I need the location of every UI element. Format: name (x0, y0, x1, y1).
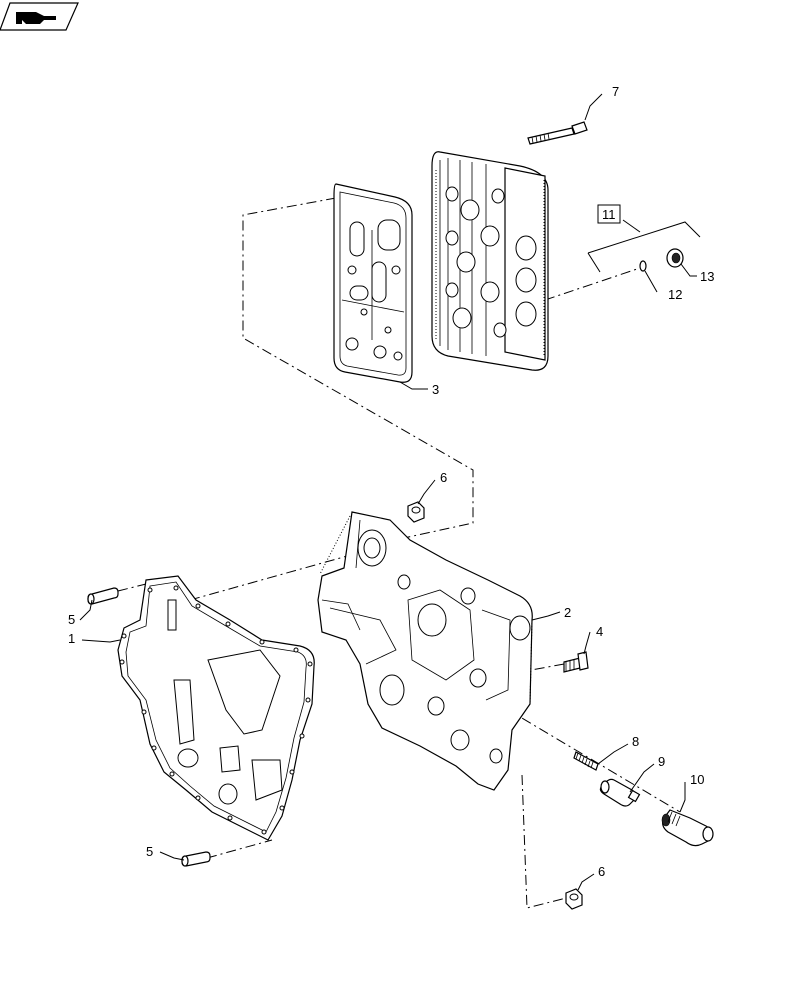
label-11: 11 (602, 207, 616, 222)
part-labels: 7 11 13 12 3 6 2 4 5 1 8 9 10 5 6 (68, 84, 714, 879)
part-11-kit-bracket (587, 219, 701, 273)
part-9-piston[interactable] (599, 778, 641, 807)
label-5-lower: 5 (146, 844, 153, 859)
part-4-screw[interactable] (563, 651, 589, 673)
part-5-dowel-pin-lower[interactable] (181, 851, 211, 867)
label-6-lower: 6 (598, 864, 605, 879)
part-7-bolt[interactable] (527, 121, 588, 145)
pointing-hand-icon[interactable] (0, 2, 79, 31)
label-5-upper: 5 (68, 612, 75, 627)
part-6-nut-upper[interactable] (407, 501, 425, 523)
label-1: 1 (68, 631, 75, 646)
label-13: 13 (700, 269, 714, 284)
label-leaders (79, 93, 686, 891)
part-12-ring[interactable] (639, 260, 658, 293)
label-7: 7 (612, 84, 619, 99)
assembly-centerlines (117, 197, 681, 909)
part-8-spring[interactable] (573, 751, 599, 771)
part-13-plug[interactable] (666, 248, 697, 277)
label-10: 10 (690, 772, 704, 787)
label-12: 12 (668, 287, 682, 302)
part-6-nut-lower[interactable] (565, 888, 583, 910)
label-9: 9 (658, 754, 665, 769)
part-2-valve-housing[interactable] (317, 511, 533, 791)
label-6-upper: 6 (440, 470, 447, 485)
part-5-dowel-pin-upper[interactable] (87, 587, 119, 605)
label-8: 8 (632, 734, 639, 749)
label-3: 3 (432, 382, 439, 397)
part-3-separator-plate[interactable] (333, 183, 413, 383)
label-11-box[interactable] (597, 204, 621, 224)
label-4: 4 (596, 624, 603, 639)
valve-block[interactable] (431, 151, 549, 371)
part-10-sensor[interactable] (661, 809, 714, 847)
label-2: 2 (564, 605, 571, 620)
part-1-gasket[interactable] (117, 575, 315, 841)
